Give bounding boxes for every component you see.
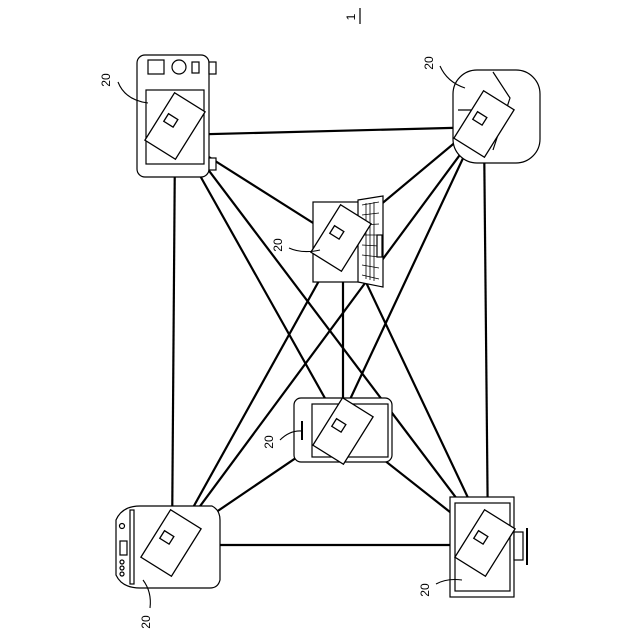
camera-viewfinder (148, 60, 164, 74)
monitor-stand-neck (514, 532, 523, 560)
phone-display (120, 541, 127, 555)
label-phone-text: 20 (139, 615, 153, 629)
label-laptop-text: 20 (271, 238, 285, 252)
link-camera-router (175, 127, 487, 135)
camera-button-top (209, 62, 216, 74)
label-router-text: 20 (422, 56, 436, 70)
system-ref: 1 (344, 8, 360, 24)
label-tablet-text: 20 (262, 435, 276, 449)
link-camera-monitor (182, 135, 488, 540)
label-monitor-text: 20 (418, 583, 432, 597)
camera-lens-icon (172, 60, 186, 74)
link-camera-phone (172, 140, 175, 545)
phone-dot-icon (120, 524, 125, 529)
laptop-touchpad (377, 235, 382, 257)
label-camera-text: 20 (99, 73, 113, 87)
link-laptop-monitor (346, 240, 488, 540)
camera-flash (192, 62, 199, 73)
link-router-monitor (484, 130, 488, 540)
system-ref-number: 1 (344, 13, 358, 20)
phone-side-panel (130, 510, 134, 584)
link-laptop-phone (175, 243, 340, 540)
connection-lines (172, 120, 488, 545)
camera-button-bottom (209, 158, 216, 170)
phone-button-3 (120, 572, 124, 576)
phone-button-1 (120, 560, 124, 564)
phone-button-2 (120, 566, 124, 570)
